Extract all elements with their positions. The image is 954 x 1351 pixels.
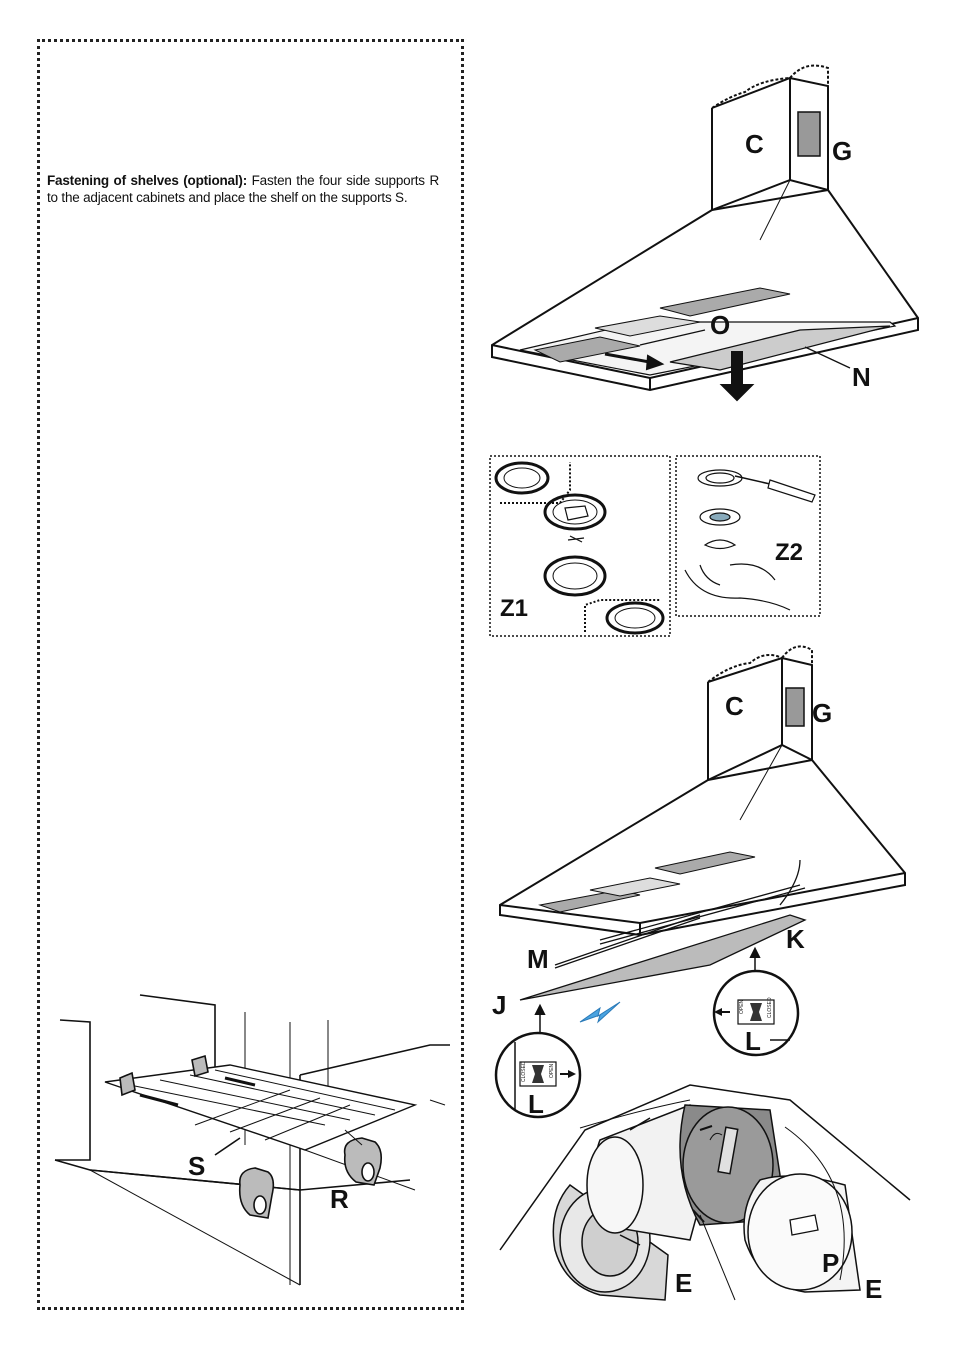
shelf-body: Fasten the four side supports R to the a… [47,173,439,205]
shelf-instruction-frame [37,39,464,1310]
label-e-left: E [675,1268,692,1298]
label-m: M [527,944,549,974]
hood-middle-illustration [499,645,906,1035]
z2-lamp-panel [675,455,821,617]
shelf-fastening-text: Fastening of shelves (optional): Fasten … [47,173,439,206]
latch-closed-detail [712,969,800,1057]
label-e-right: E [865,1274,882,1304]
label-o: O [710,310,730,340]
label-j: J [492,990,506,1020]
latch-open-text-left: OPEN [549,1063,555,1078]
label-n: N [852,362,871,392]
latch-closed-text-right: CLOSED [767,997,773,1018]
label-p: P [822,1248,839,1278]
label-l-left: L [528,1089,544,1119]
label-z2: Z2 [775,539,803,566]
label-r: R [330,1184,349,1214]
latch-open-detail [494,1031,582,1119]
label-c-top: C [745,129,764,159]
latch-open-text-right: OPEN [739,999,745,1014]
shelf-heading: Fastening of shelves (optional): [47,173,248,188]
label-c-middle: C [725,691,744,721]
latch-closed-text-left: CLOSED [521,1061,527,1082]
charcoal-filter-illustration [499,1084,911,1301]
label-l-right: L [745,1026,761,1056]
z1-lamp-panel [489,455,671,637]
shelf-illustration [54,994,450,1286]
label-k: K [786,924,805,954]
label-g-top: G [832,136,852,166]
hood-top-illustration [491,64,919,402]
label-z1: Z1 [500,595,528,622]
label-s: S [188,1151,205,1181]
label-g-middle: G [812,698,832,728]
